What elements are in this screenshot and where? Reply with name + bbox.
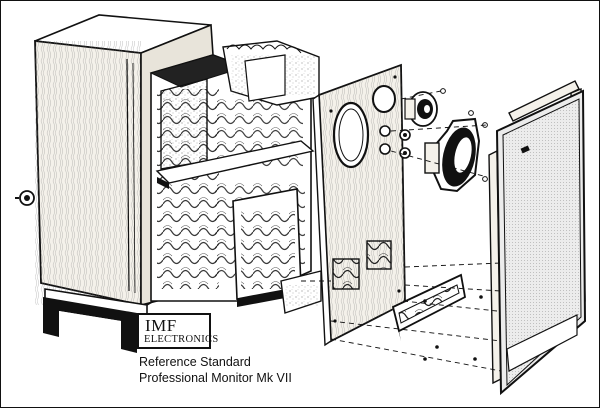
acoustic-wadding — [222, 40, 320, 106]
midrange-driver-icon — [404, 91, 438, 127]
input-terminal-icon — [15, 190, 35, 206]
caption-line-2: Professional Monitor Mk VII — [139, 371, 292, 385]
grille-panel — [495, 89, 587, 396]
brand-logo: IMF ELECTRONICS — [137, 313, 218, 349]
port-panel — [391, 273, 467, 341]
front-baffle — [312, 63, 406, 347]
cabinet-shell — [34, 14, 214, 307]
brand-subtitle: ELECTRONICS — [144, 334, 219, 345]
caption-line-1: Reference Standard — [139, 355, 251, 369]
cabinet-plinth — [43, 288, 162, 353]
bass-driver-icon — [424, 117, 481, 193]
brand-name: IMF — [145, 316, 177, 335]
assembly-fasteners — [423, 295, 483, 361]
internal-chamber — [149, 54, 322, 314]
assembly-guide-lines — [301, 90, 502, 372]
